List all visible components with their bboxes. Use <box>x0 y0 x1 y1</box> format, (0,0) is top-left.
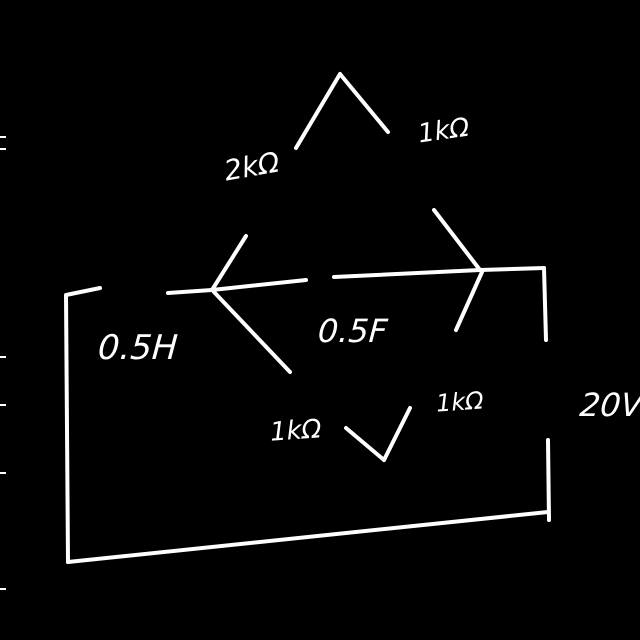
wire-top-right <box>478 266 546 272</box>
branch-top-right-upper <box>338 72 390 134</box>
wire-bottom <box>66 510 550 564</box>
resistor-bottom-left-label: 1kΩ <box>269 414 323 448</box>
scan-edge-mark <box>0 472 6 474</box>
branch-bottom-right-upper <box>454 270 484 332</box>
voltage-source-label: 20V <box>578 386 640 424</box>
branch-top-right-lower <box>432 208 482 272</box>
inductor-label: 0.5H <box>96 328 180 368</box>
capacitor-label: 0.5F <box>316 312 389 350</box>
branch-bottom-left-upper <box>212 290 292 374</box>
wire-top-left <box>166 288 214 295</box>
branch-top-left-upper <box>294 72 342 150</box>
branch-bottom-left-lower <box>344 426 386 462</box>
scan-edge-mark <box>0 356 6 358</box>
resistor-bottom-right-label: 1kΩ <box>435 386 485 418</box>
branch-bottom-right-lower <box>382 406 412 462</box>
scan-edge-mark <box>0 588 6 590</box>
scan-edge-mark <box>0 404 6 406</box>
wire-right-lower <box>546 438 551 522</box>
scan-edge-mark <box>0 136 6 138</box>
branch-top-left-lower <box>210 234 248 292</box>
wire-capacitor-left <box>210 278 308 292</box>
scan-edge-mark <box>0 148 6 150</box>
wire-left-side <box>64 286 102 564</box>
wire-capacitor-right <box>332 268 482 279</box>
wire-right-upper <box>542 266 548 342</box>
